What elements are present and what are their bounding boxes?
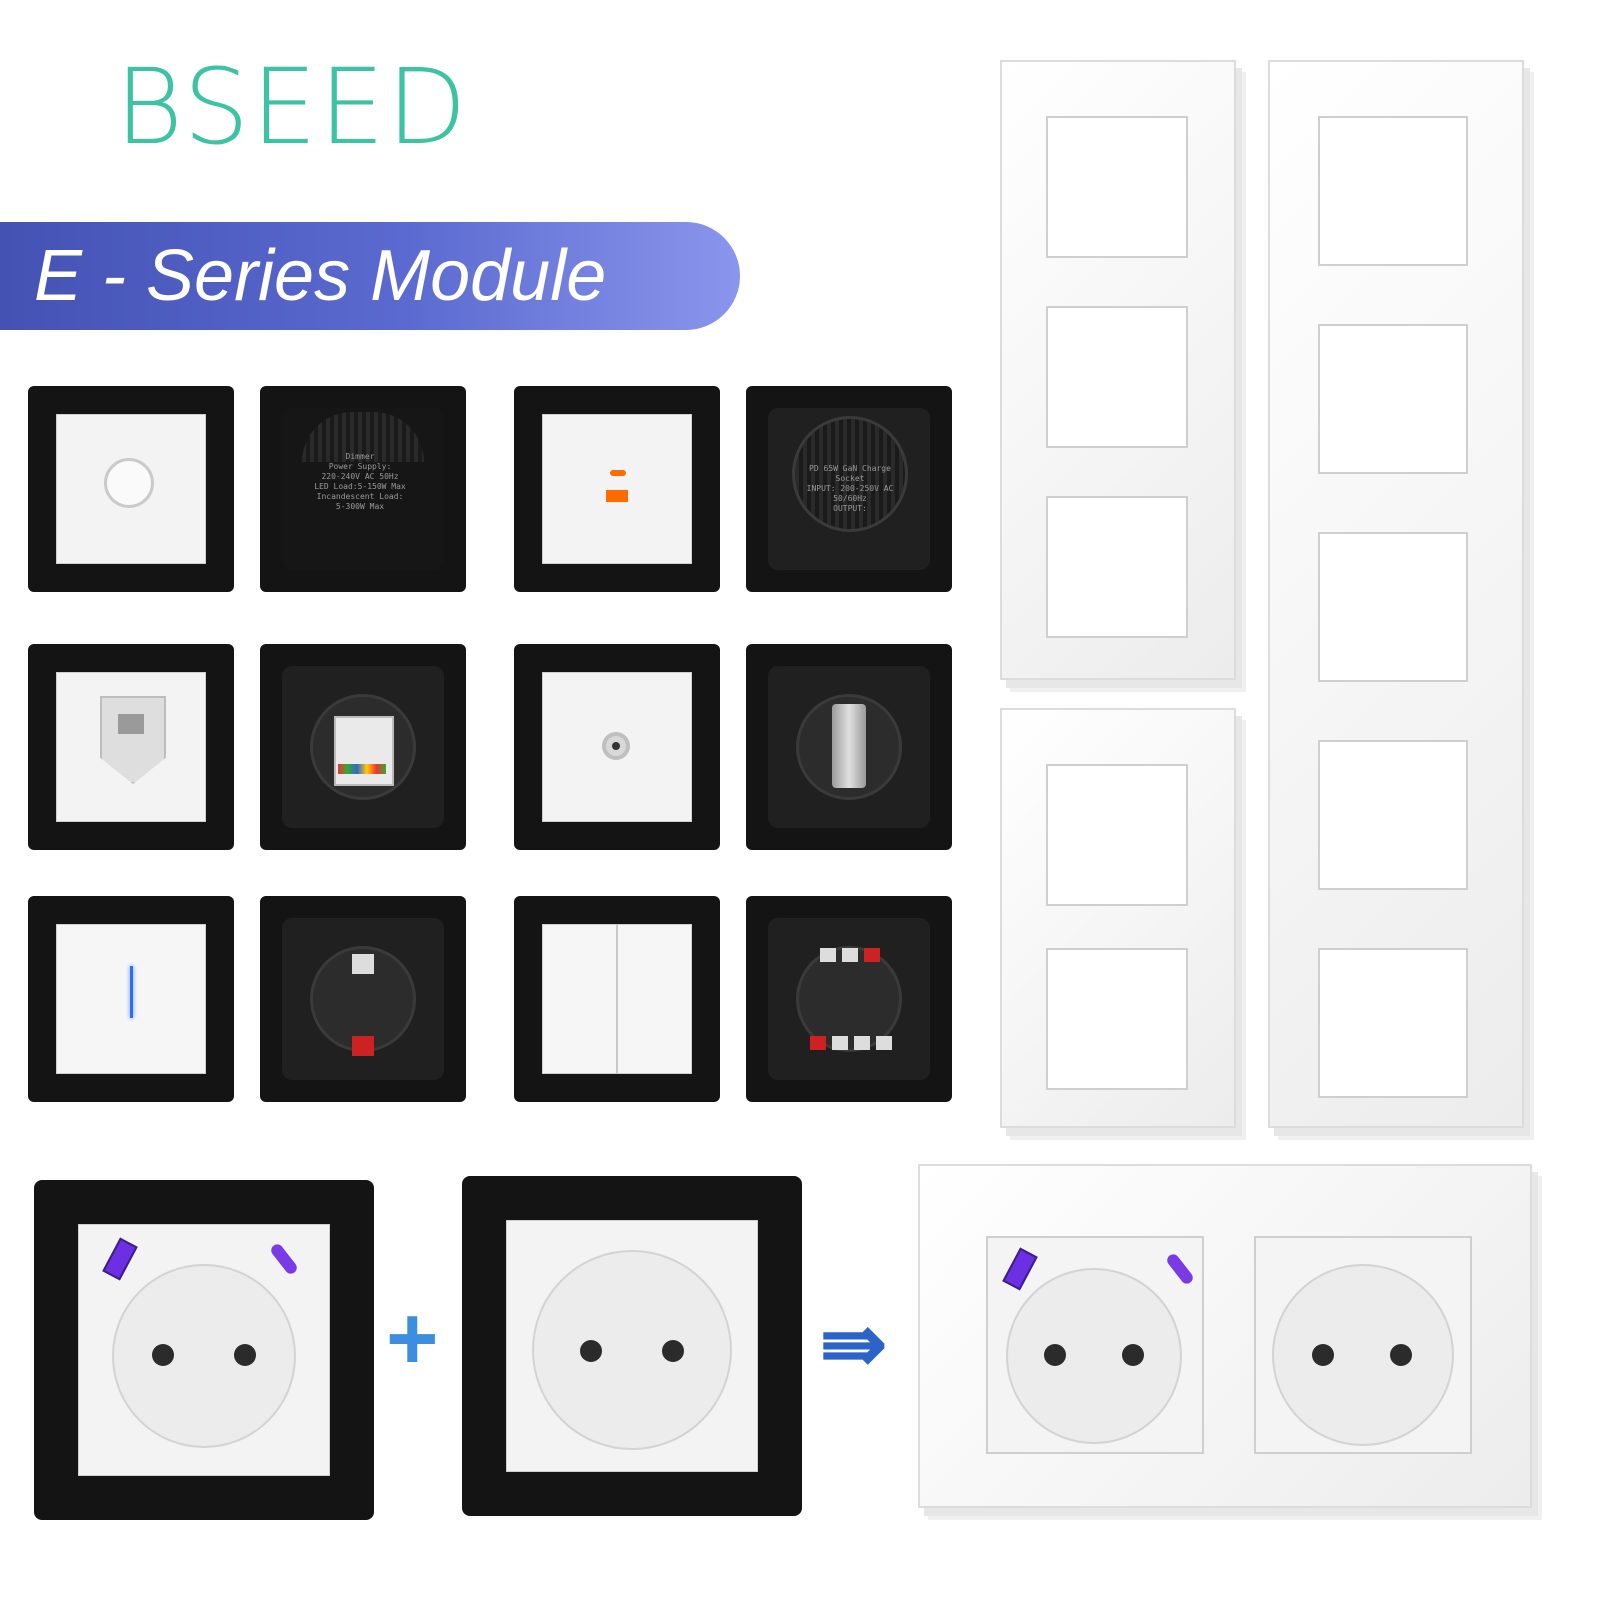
usb-a-port-icon bbox=[606, 490, 628, 502]
assembled-double-socket bbox=[918, 1164, 1532, 1508]
single-switch-back bbox=[260, 896, 466, 1102]
usb-schuko-socket-module bbox=[34, 1180, 374, 1520]
brand-logo: BSEED bbox=[115, 46, 469, 168]
tv-back bbox=[746, 644, 952, 850]
back-label: Dimmer Power Supply: 220-240V AC 50Hz LE… bbox=[314, 452, 406, 511]
dimmer-module bbox=[28, 386, 234, 592]
banner-title: E - Series Module bbox=[34, 236, 607, 316]
tv-module bbox=[514, 644, 720, 850]
ethernet-back bbox=[260, 644, 466, 850]
triple-frame bbox=[1000, 60, 1236, 680]
ethernet-module bbox=[28, 644, 234, 850]
plus-sign: + bbox=[386, 1289, 439, 1389]
series-banner bbox=[0, 222, 740, 330]
dimmer-back: Dimmer Power Supply: 220-240V AC 50Hz LE… bbox=[260, 386, 466, 592]
double-switch-module bbox=[514, 896, 720, 1102]
back-label: PD 65W GaN Charge Socket INPUT: 200-250V… bbox=[806, 464, 894, 513]
quintuple-frame bbox=[1268, 60, 1524, 1128]
led-indicator-icon bbox=[130, 966, 133, 1018]
rocker-divider bbox=[616, 924, 618, 1074]
usb-charger-module bbox=[514, 386, 720, 592]
arrow-icon: ⇛ bbox=[820, 1299, 888, 1388]
double-switch-back bbox=[746, 896, 952, 1102]
dimmer-knob-icon bbox=[104, 458, 154, 508]
double-frame bbox=[1000, 708, 1236, 1128]
usb-charger-back: PD 65W GaN Charge Socket INPUT: 200-250V… bbox=[746, 386, 952, 592]
usb-c-port-icon bbox=[610, 470, 626, 476]
single-switch-module bbox=[28, 896, 234, 1102]
schuko-socket-module bbox=[462, 1176, 802, 1516]
